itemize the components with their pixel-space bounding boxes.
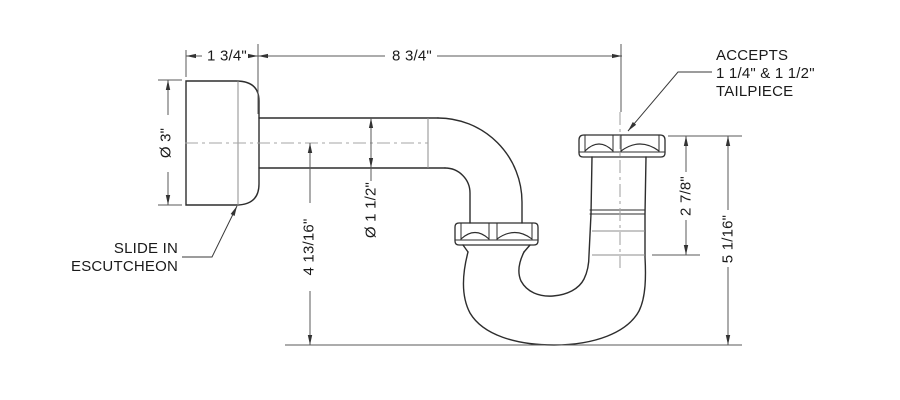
tailpiece-nut <box>578 134 666 158</box>
dim-label-pipe-diameter: Ø 1 1/2" <box>362 181 380 239</box>
tailpiece-note-line1: ACCEPTS <box>716 47 789 64</box>
nut-flare <box>462 244 531 253</box>
tailpiece-leader <box>627 71 712 132</box>
tailpiece-note-line2: 1 1/4" & 1 1/2" <box>716 65 815 82</box>
escutcheon-flange <box>185 80 260 206</box>
escutcheon-leader-arrow <box>230 206 237 216</box>
dim-label-overall-height: 5 1/16" <box>719 214 737 264</box>
slip-nut-left <box>454 222 539 246</box>
tailpiece-note: ACCEPTS 1 1/4" & 1 1/2" TAILPIECE <box>716 47 815 101</box>
extension-lines <box>158 44 742 346</box>
outlet-joint-lines <box>589 209 646 215</box>
u-bend-outer <box>462 156 647 346</box>
elbow-inner <box>444 167 471 224</box>
leader-lines <box>182 71 712 258</box>
u-bend-inner <box>518 156 593 297</box>
outlet-tangent-lines <box>592 230 645 256</box>
dim-label-escutcheon-diameter: Ø 3" <box>157 127 175 159</box>
dim-label-horizontal-run: 8 3/4" <box>392 47 432 65</box>
dim-label-escutcheon-depth: 1 3/4" <box>207 47 247 65</box>
escutcheon-note: SLIDE IN ESCUTCHEON <box>58 240 178 276</box>
dim-label-centerline-to-base: 4 13/16" <box>300 218 318 276</box>
escutcheon-leader <box>182 205 238 258</box>
tailpiece-note-line3: TAILPIECE <box>716 83 794 100</box>
escutcheon-note-line1: SLIDE IN <box>113 240 178 257</box>
dim-label-inlet-to-outlet-drop: 2 7/8" <box>677 176 695 216</box>
escutcheon-note-line2: ESCUTCHEON <box>70 258 178 275</box>
centerlines <box>185 112 621 268</box>
tailpiece-leader-arrow <box>628 121 637 131</box>
dimension-arrowheads <box>165 53 731 345</box>
trap-body-outline <box>185 80 647 346</box>
elbow-outer <box>437 117 523 224</box>
